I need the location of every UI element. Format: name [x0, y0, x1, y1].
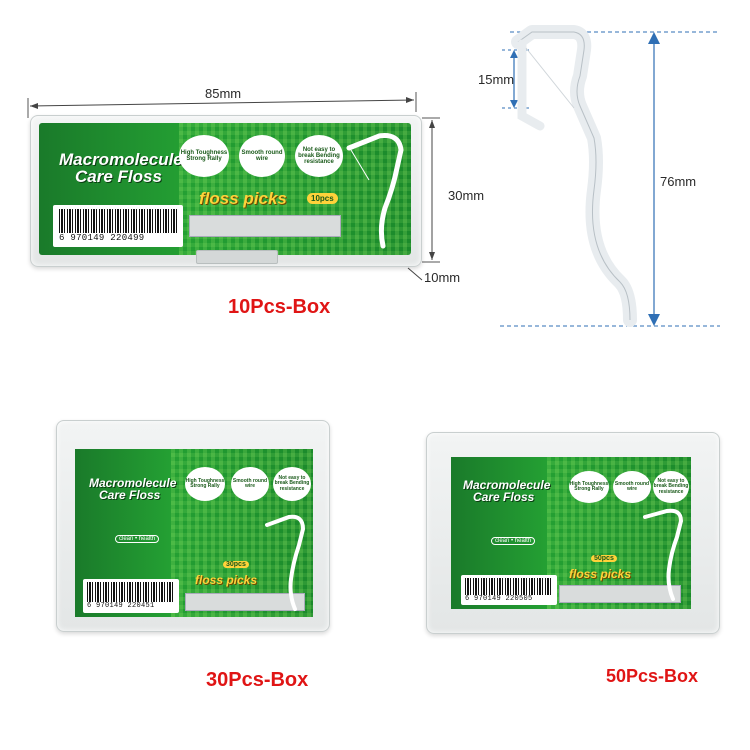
floss-pick-icon-30 — [265, 514, 306, 611]
brand-line2: Care Floss — [75, 167, 162, 186]
count-tag-30: 30pcs — [223, 561, 249, 568]
feature-badge-3: Not easy to break Bending resistance — [295, 135, 343, 177]
barcode-30: 6 970149 220451 — [83, 579, 179, 613]
barcode-50: 6 970149 220505 — [461, 575, 557, 605]
floss-picks-title: floss picks — [199, 189, 287, 208]
clean-health-tag: clean • health — [115, 535, 160, 543]
brand-name-30: Macromolecule Care Floss — [89, 477, 176, 501]
count-tag: 10pcs — [307, 193, 338, 204]
feature-badge-1: High Toughness Strong Rally — [179, 135, 229, 177]
caption-50pcs: 50Pcs-Box — [606, 666, 699, 686]
floss-picks-title-50: floss picks — [569, 567, 632, 581]
usage-strip-30 — [185, 593, 305, 611]
dimension-depth-label: 10mm — [424, 270, 461, 285]
floss-pick-icon — [346, 133, 404, 249]
box-label-card-30: Macromolecule Care Floss clean • health … — [75, 449, 313, 617]
box-label-card: Macromolecule Care Floss 6 970149 220499… — [39, 123, 411, 255]
dimension-length-label: 85mm — [205, 86, 242, 101]
barcode-number-30: 6 970149 220451 — [87, 602, 155, 610]
count-tag-50: 50pcs — [591, 555, 617, 562]
barcode-bars-icon-50 — [465, 578, 553, 595]
feature-badge-30-2: Smooth round wire — [231, 467, 269, 501]
dimension-height-label: 30mm — [448, 188, 485, 203]
dimension-total-label: 76mm — [660, 174, 697, 189]
floss-pick-icon-50 — [643, 508, 684, 601]
product-box-10pcs: Macromolecule Care Floss 6 970149 220499… — [30, 115, 422, 267]
product-box-50pcs: Macromolecule Care Floss clean • health … — [426, 432, 720, 634]
brand-line1: Macromolecule — [59, 150, 183, 169]
barcode-bars-icon — [59, 209, 177, 233]
usage-strip-50 — [559, 585, 681, 603]
dimension-head-label: 15mm — [478, 72, 515, 87]
clean-health-tag-50: clean • health — [491, 537, 536, 545]
brand-line1-30: Macromolecule — [89, 476, 177, 490]
brand-name: Macromolecule Care Floss — [59, 151, 183, 185]
box-label-card-50: Macromolecule Care Floss clean • health … — [451, 457, 691, 609]
brand-line1-50: Macromolecule — [463, 478, 551, 492]
barcode-bars-icon-30 — [87, 582, 175, 602]
caption-10pcs: 10Pcs-Box — [228, 296, 331, 318]
caption-30pcs: 30Pcs-Box — [206, 669, 309, 691]
floss-picks-title-30: floss picks — [195, 573, 258, 587]
brand-name-50: Macromolecule Care Floss — [463, 479, 550, 503]
feature-badge-50-2: Smooth round wire — [613, 471, 651, 503]
dimension-lines-top-box — [0, 0, 750, 330]
feature-badge-30-1: High Toughness Strong Rally — [185, 467, 225, 501]
product-box-30pcs: Macromolecule Care Floss clean • health … — [56, 420, 330, 632]
box-hinge — [196, 250, 278, 264]
feature-badge-50-1: High Toughness Strong Rally — [569, 471, 609, 503]
feature-badge-50-3: Not easy to break Bending resistance — [653, 471, 689, 503]
barcode-number-50: 6 970149 220505 — [465, 595, 533, 603]
feature-badge-30-3: Not easy to break Bending resistance — [273, 467, 311, 501]
usage-strip — [189, 215, 341, 237]
barcode-number: 6 970149 220499 — [59, 233, 145, 243]
brand-line2-50: Care Floss — [473, 490, 535, 504]
barcode: 6 970149 220499 — [53, 205, 183, 247]
brand-line2-30: Care Floss — [99, 488, 161, 502]
floss-pick-diagram — [470, 20, 750, 340]
feature-badge-2: Smooth round wire — [239, 135, 285, 177]
